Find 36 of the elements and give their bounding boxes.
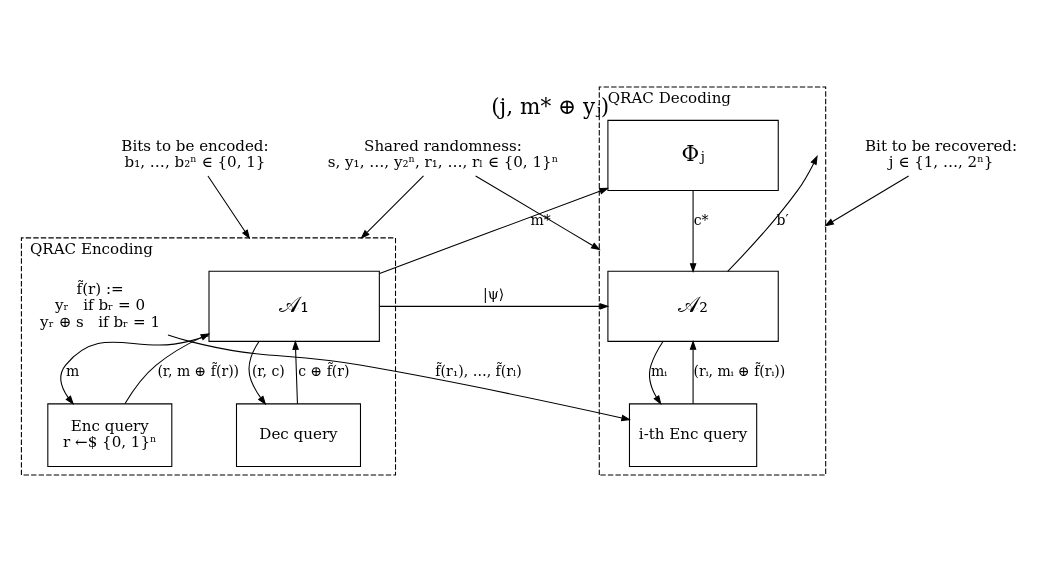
arrow bbox=[248, 341, 267, 406]
node-box: 𝒜₁ bbox=[208, 270, 380, 342]
arrow bbox=[207, 175, 251, 240]
node-text: Bit to be recovered: j ∈ {1, …, 2ⁿ} bbox=[865, 137, 1018, 172]
edge-label: c ⊕ f̃(r) bbox=[298, 363, 350, 380]
arrow bbox=[360, 175, 425, 240]
arrow bbox=[379, 187, 610, 274]
arrow bbox=[379, 302, 610, 310]
arrow bbox=[689, 340, 697, 405]
node-box: i-th Enc query bbox=[628, 403, 758, 467]
edge-label: m bbox=[65, 363, 80, 380]
node-text: Bits to be encoded: b₁, …, b₂ⁿ ∈ {0, 1} bbox=[121, 137, 269, 172]
arrow bbox=[727, 155, 818, 272]
arrow bbox=[689, 190, 697, 273]
node-box: Enc query r ←$ {0, 1}ⁿ bbox=[47, 403, 173, 467]
node-box: Φⱼ bbox=[607, 119, 779, 191]
edge-label: m* bbox=[530, 212, 551, 229]
edge-label: |ψ⟩ bbox=[483, 286, 505, 303]
arrow bbox=[60, 335, 210, 406]
edge-label: (rᵢ, mᵢ ⊕ f̃(rᵢ)) bbox=[693, 363, 786, 380]
arrow bbox=[824, 175, 910, 227]
edge-label: b′ bbox=[776, 212, 789, 229]
arrow bbox=[124, 333, 211, 405]
node-text: Shared randomness: s, y₁, …, y₂ⁿ, r₁, …, rₗ ∈ {0, 1}ⁿ bbox=[327, 137, 559, 172]
edge-label: (r, m ⊕ f̃(r)) bbox=[157, 363, 240, 380]
arrow bbox=[292, 340, 299, 405]
edge-label: f̃(r₁), …, f̃(rₗ) bbox=[435, 363, 522, 380]
node-box: Dec query bbox=[235, 403, 362, 467]
node-text: f̃(r) := yᵣ if bᵣ = 0 yᵣ ⊕ s if bᵣ = 1 bbox=[40, 280, 161, 331]
edge-label: mᵢ bbox=[651, 363, 668, 380]
arrow bbox=[167, 334, 632, 422]
arrow bbox=[475, 175, 601, 251]
edge-label: (r, c) bbox=[251, 363, 285, 380]
arrow bbox=[649, 340, 664, 406]
edge-label: c* bbox=[693, 212, 709, 229]
node-box: 𝒜₂ bbox=[607, 270, 779, 342]
